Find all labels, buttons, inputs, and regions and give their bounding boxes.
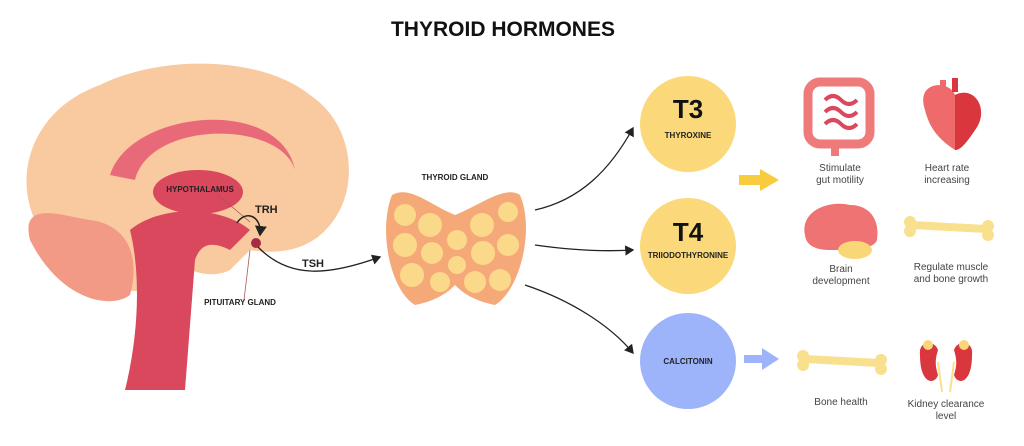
effect-bone-health: Bone health	[814, 397, 867, 408]
effect-line: development	[812, 276, 869, 287]
hormone-name: TRIIODOTHYRONINE	[648, 251, 729, 260]
effect-brain: Brain development	[812, 264, 869, 287]
arrow-to-t4	[534, 244, 635, 256]
hypothalamus	[153, 170, 243, 214]
intestine-icon	[803, 77, 875, 156]
brainstem	[125, 211, 250, 390]
tsh-label: TSH	[302, 258, 324, 270]
effect-kidney: Kidney clearance level	[908, 399, 985, 422]
effect-gut: Stimulate gut motility	[816, 163, 864, 186]
effect-line: Bone health	[814, 397, 867, 408]
brain-illustration: HYPOTHALAMUS TRH PITUITARY GLAND	[26, 63, 349, 390]
hormone-calcitonin: CALCITONIN	[640, 313, 736, 409]
hormone-name: THYROXINE	[665, 131, 712, 140]
hormone-code: T4	[673, 217, 704, 247]
hormone-name: CALCITONIN	[663, 357, 712, 366]
brain-icon	[804, 203, 878, 259]
hormone-code: T3	[673, 94, 703, 124]
effect-line: Brain	[829, 264, 852, 275]
hypothalamus-label: HYPOTHALAMUS	[166, 185, 234, 194]
yellow-arrow-icon	[739, 169, 779, 191]
thyroid-gland-label: THYROID GLAND	[422, 173, 489, 182]
hormone-t4: T4 TRIIODOTHYRONINE	[640, 198, 736, 294]
thyroid-gland-icon	[386, 192, 526, 305]
effect-line: Stimulate	[819, 163, 861, 174]
kidney-icon	[919, 340, 973, 393]
effect-line: Heart rate	[925, 163, 970, 174]
effect-heart: Heart rate increasing	[924, 163, 970, 186]
blue-arrow-icon	[744, 348, 779, 370]
hormone-t3: T3 THYROXINE	[640, 76, 736, 172]
heart-icon	[923, 78, 982, 150]
effect-line: increasing	[924, 175, 970, 186]
arrow-to-calcitonin	[524, 284, 634, 355]
effect-line: level	[936, 411, 957, 422]
arrow-to-t3	[534, 126, 634, 211]
effect-line: and bone growth	[914, 274, 989, 285]
trh-label: TRH	[255, 204, 278, 216]
pituitary-gland	[251, 238, 261, 248]
effect-muscle-bone: Regulate muscle and bone growth	[914, 262, 989, 285]
effect-line: gut motility	[816, 175, 864, 186]
diagram-title: THYROID HORMONES	[391, 18, 615, 41]
tsh-arrow	[257, 246, 382, 272]
effect-line: Regulate muscle	[914, 262, 989, 273]
effect-line: Kidney clearance	[908, 399, 985, 410]
bone-icon	[797, 350, 887, 375]
pituitary-label: PITUITARY GLAND	[204, 298, 276, 307]
bone-icon	[904, 216, 994, 241]
